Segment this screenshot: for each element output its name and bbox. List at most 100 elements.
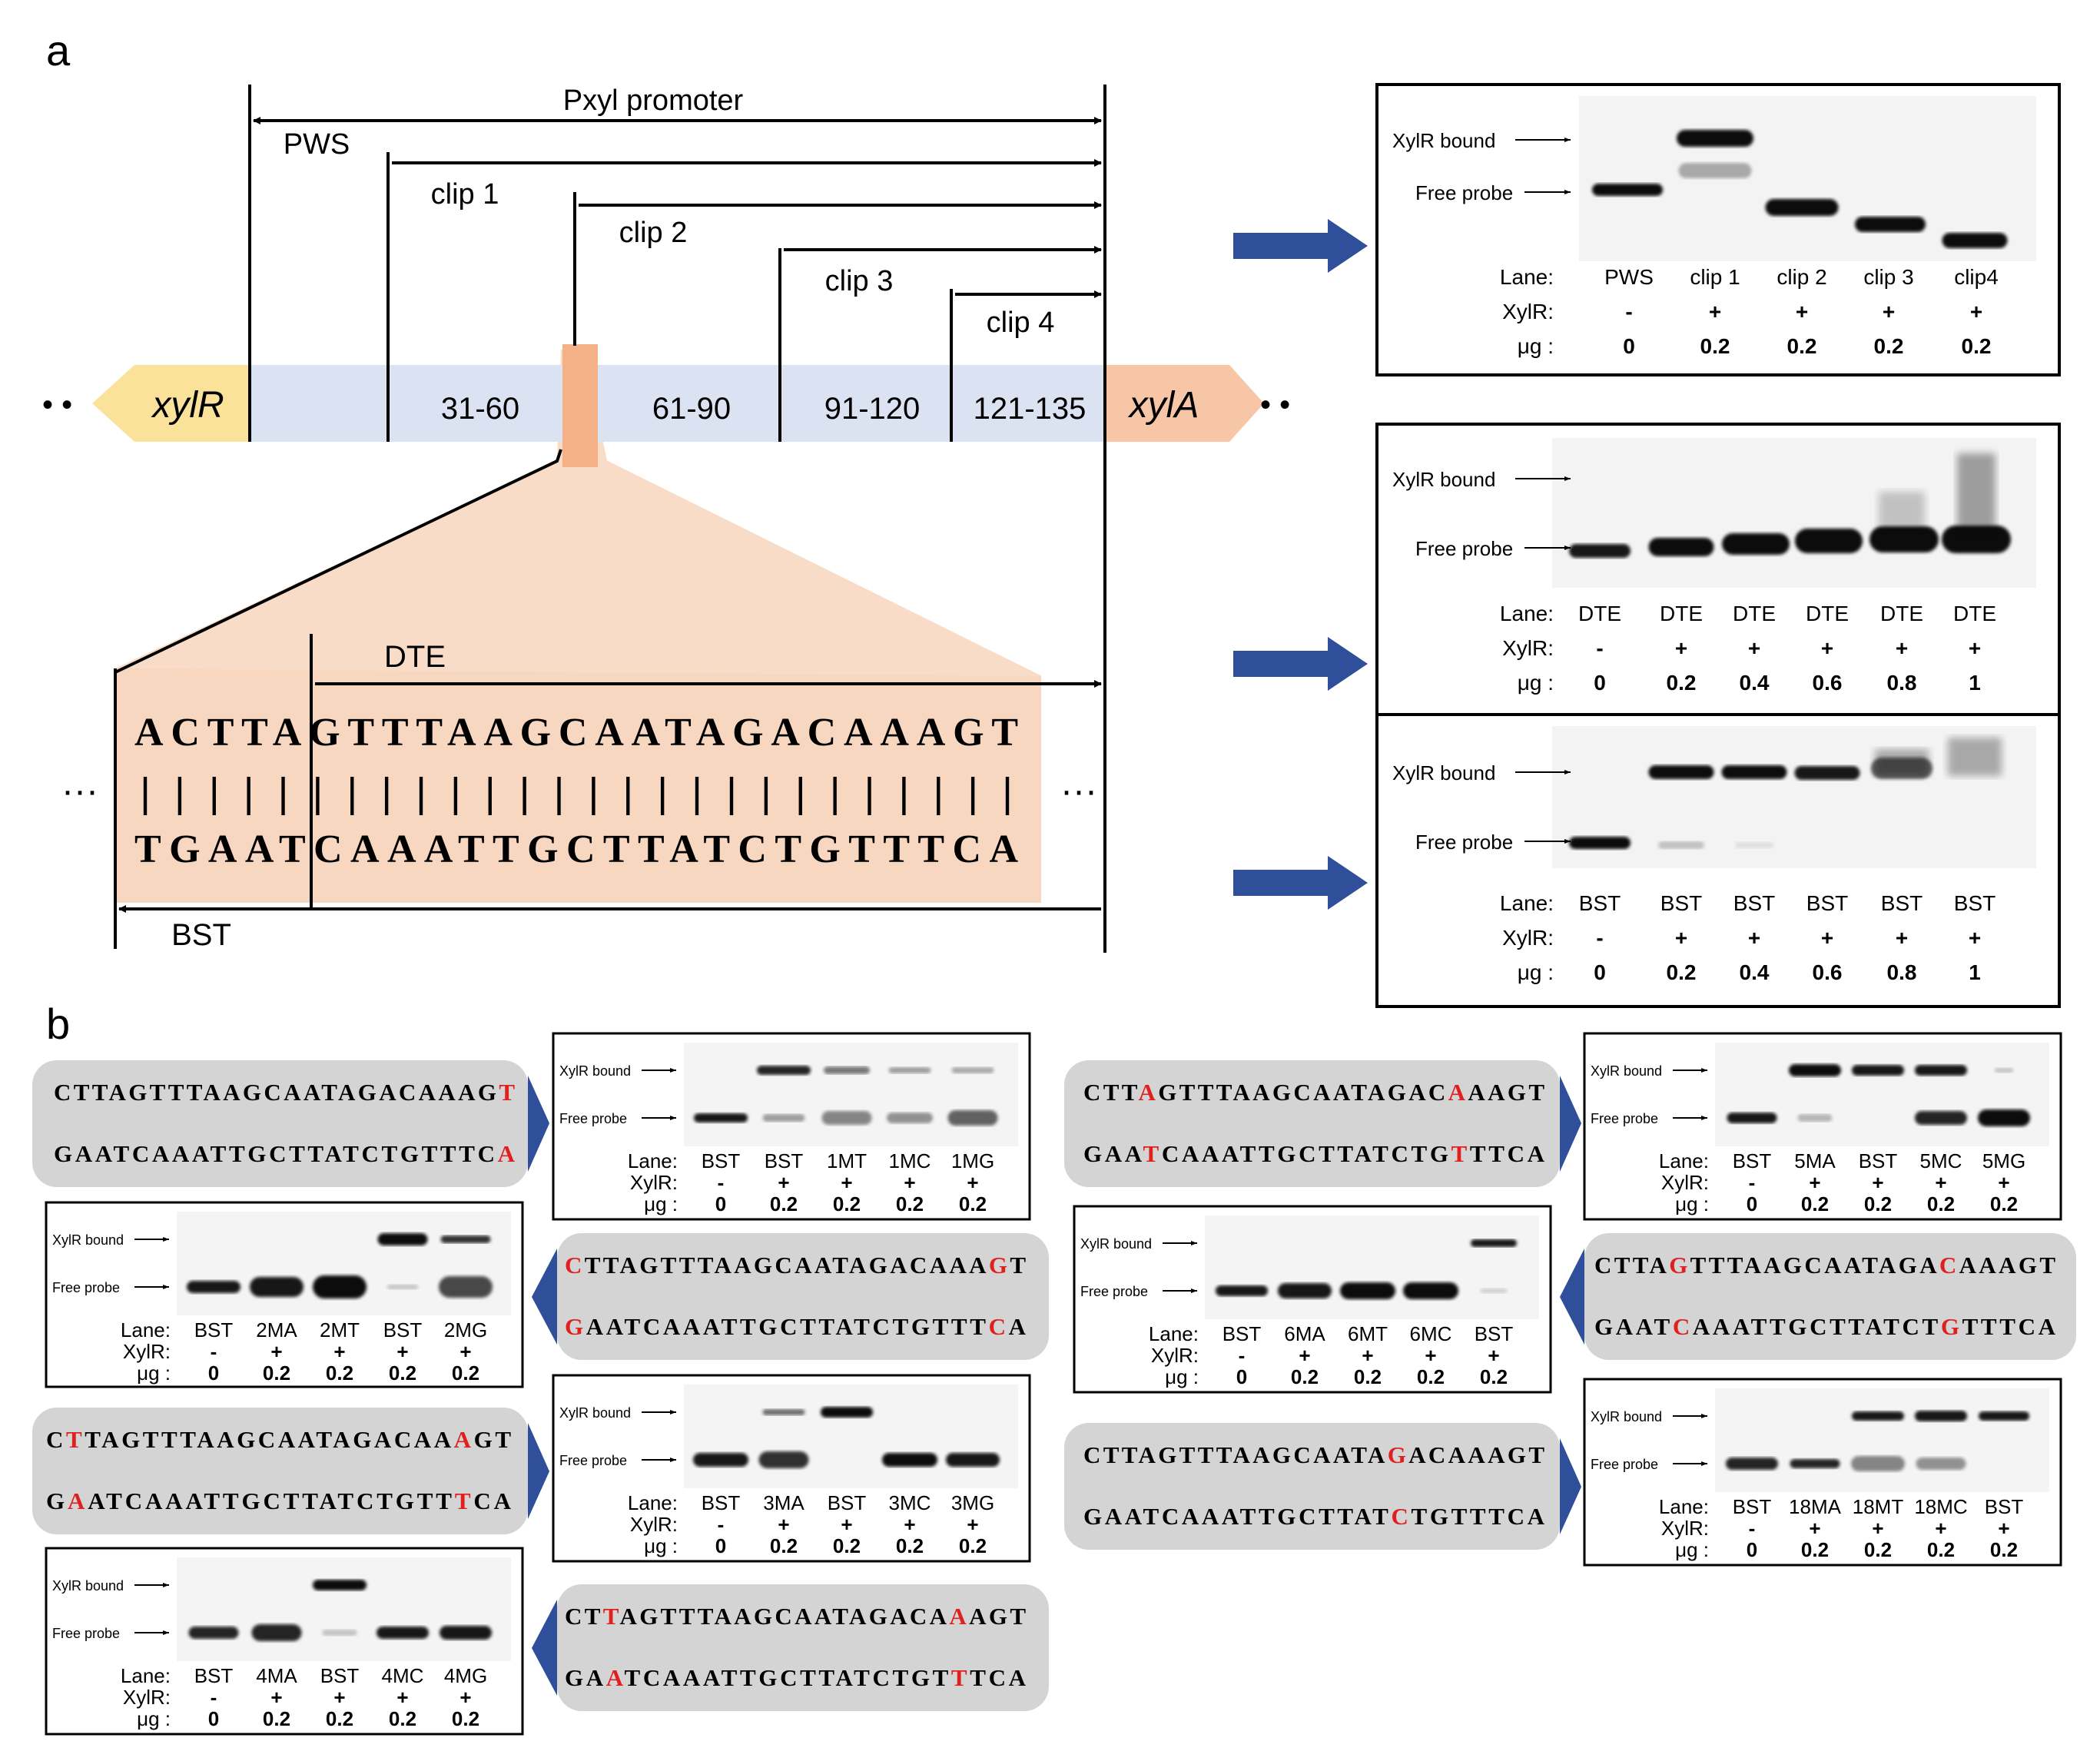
lane-xylr-5: + [1488,1344,1499,1367]
base: C [125,1487,142,1514]
base: C [1508,1503,1524,1530]
lane-xylr-5: + [967,1171,978,1194]
base: G [1508,1079,1526,1106]
base: A [1824,1252,1842,1278]
base: A [1313,1441,1331,1468]
lane-xylr-1: - [718,1513,725,1536]
base: T [818,1664,834,1691]
base: T [422,1140,438,1167]
lane-ug-2: 0.2 [1700,334,1730,358]
lane-lanes-4: clip 3 [1863,265,1913,289]
xylr-bound-label: XylR bound [1392,468,1495,491]
lane-lanes-4: 18MC [1914,1495,1967,1518]
lane-ug-3: 0.2 [1864,1192,1892,1215]
seq-box-1 [32,1060,528,1187]
lane-lanes-4: 6MC [1410,1322,1452,1345]
row-label-ug: μg : [1675,1192,1709,1215]
xylr-label: xylR [151,385,224,426]
band-free-1 [1216,1285,1268,1296]
base: A [1125,1140,1143,1167]
gel-box-clip [1375,83,2061,376]
base: A [1333,1079,1351,1106]
lane-xylr-5: + [1896,926,1908,950]
base: A [414,1426,432,1453]
base: C [872,1664,889,1691]
base: T [436,1487,452,1514]
base: T [1351,1441,1367,1468]
lane-xylr-3: + [1748,926,1760,950]
base: G [869,1603,887,1630]
lane-xylr-4: + [904,1513,915,1536]
band-free-4 [882,1453,937,1467]
free-probe-label: Free probe [1591,1457,1658,1472]
base: T [307,1140,323,1167]
lane-ug-1: 0 [1594,671,1606,695]
xylr-bound-label: XylR bound [1392,129,1495,152]
base: T [1010,1252,1026,1278]
base: A [192,1140,210,1167]
base: T [440,1140,456,1167]
base: A [1448,1441,1466,1468]
base: T [1999,1313,2015,1340]
lane-lanes-1: BST [1733,1149,1772,1172]
base: A [606,1313,624,1340]
base: C [1299,1140,1315,1167]
lane-lanes-1: BST [1223,1322,1262,1345]
row-label-xylr: XylR: [1502,300,1554,323]
lane-ug-3: 0.2 [1787,334,1817,358]
base: A [1354,1140,1372,1167]
mutated-base: G [1388,1441,1406,1468]
lane-xylr-2: + [1675,926,1687,950]
lane-lanes-4: BST [383,1318,423,1341]
base: T [1412,1140,1428,1167]
base: G [989,1603,1007,1630]
mutated-base: C [1391,1503,1408,1530]
base: T [970,1664,986,1691]
lane-ug-2: 0.2 [1667,960,1697,984]
pxyl-promoter-label: Pxyl promoter [563,85,744,117]
lane-xylr-3: + [1362,1344,1373,1367]
lane-ug-2: 0.2 [770,1534,798,1557]
base: T [289,1140,305,1167]
base: T [661,1252,677,1278]
base: A [814,1603,832,1630]
band-bst-free-1 [1569,837,1631,849]
base: A [145,1487,163,1514]
base: C [1162,1140,1179,1167]
base: C [1902,1313,1919,1340]
base: T [1143,1503,1159,1530]
base: C [132,1140,149,1167]
lane-ug-5: 0.2 [1990,1192,2018,1215]
seq-box-4 [557,1584,1049,1711]
band-bound-5 [1979,1411,2029,1421]
band-free-4 [887,1113,933,1123]
base: G [754,1603,772,1630]
free-probe-label: Free probe [1415,537,1513,560]
lane-lanes-3: 1MT [827,1149,867,1172]
base: T [970,1313,986,1340]
base: A [619,1603,637,1630]
lane-ug-4: 0.2 [896,1534,924,1557]
row-label-lanes: Lane: [1500,602,1554,625]
band-bst-free-3 [1735,842,1773,848]
base: A [703,1313,721,1340]
clip4-label: clip 4 [987,307,1055,339]
mutated-base: C [989,1313,1006,1340]
pws-label: PWS [284,128,350,161]
row-label-lanes: Lane: [1500,891,1554,915]
base: A [1105,1140,1123,1167]
lane-xylr-2: + [1809,1517,1820,1540]
base: G [1277,1140,1295,1167]
band-bound-4 [1915,1065,1967,1076]
base: T [1709,1252,1725,1278]
base: A [165,1487,183,1514]
lane-xylr-2: + [270,1340,282,1363]
mutated-base: T [499,1079,515,1106]
lane-xylr-3: + [1872,1171,1883,1194]
band-dte-6 [1942,526,2011,553]
